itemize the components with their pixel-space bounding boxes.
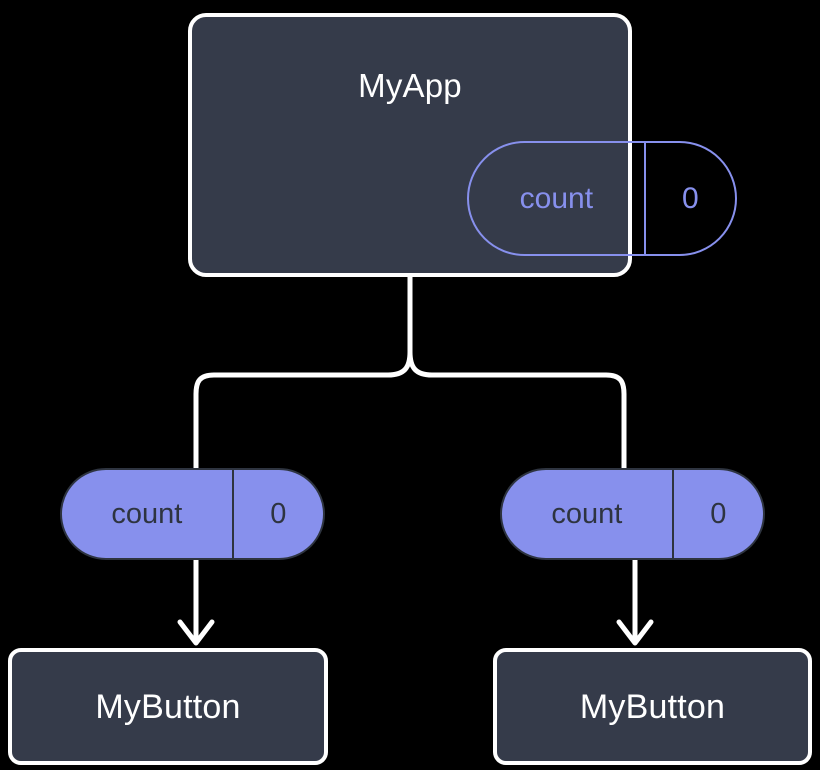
component-title-mybutton-left: MyButton — [95, 687, 241, 726]
prop-pill-value: 0 — [231, 470, 323, 558]
trunk-connector-right — [407, 349, 627, 471]
prop-pill-right-count[interactable]: count 0 — [500, 468, 765, 560]
component-title-mybutton-right: MyButton — [579, 687, 726, 726]
component-card-myapp[interactable]: MyApp count 0 — [188, 13, 737, 277]
trunk-connector — [193, 274, 413, 471]
arrow-right-head — [616, 619, 654, 646]
prop-pill-value: 0 — [671, 470, 763, 558]
arrow-left-head — [177, 619, 215, 646]
prop-pill-key: count — [551, 497, 623, 530]
component-card-mybutton-left[interactable]: MyButton — [8, 648, 328, 765]
prop-pill-left-count[interactable]: count 0 — [60, 468, 325, 560]
state-pill-myapp-count[interactable]: count 0 — [467, 141, 737, 256]
state-pill-value: 0 — [643, 143, 735, 254]
prop-pill-key: count — [111, 497, 183, 530]
state-pill-key: count — [519, 181, 594, 215]
component-card-mybutton-right[interactable]: MyButton — [493, 648, 812, 765]
component-title-myapp: MyApp — [358, 67, 462, 104]
